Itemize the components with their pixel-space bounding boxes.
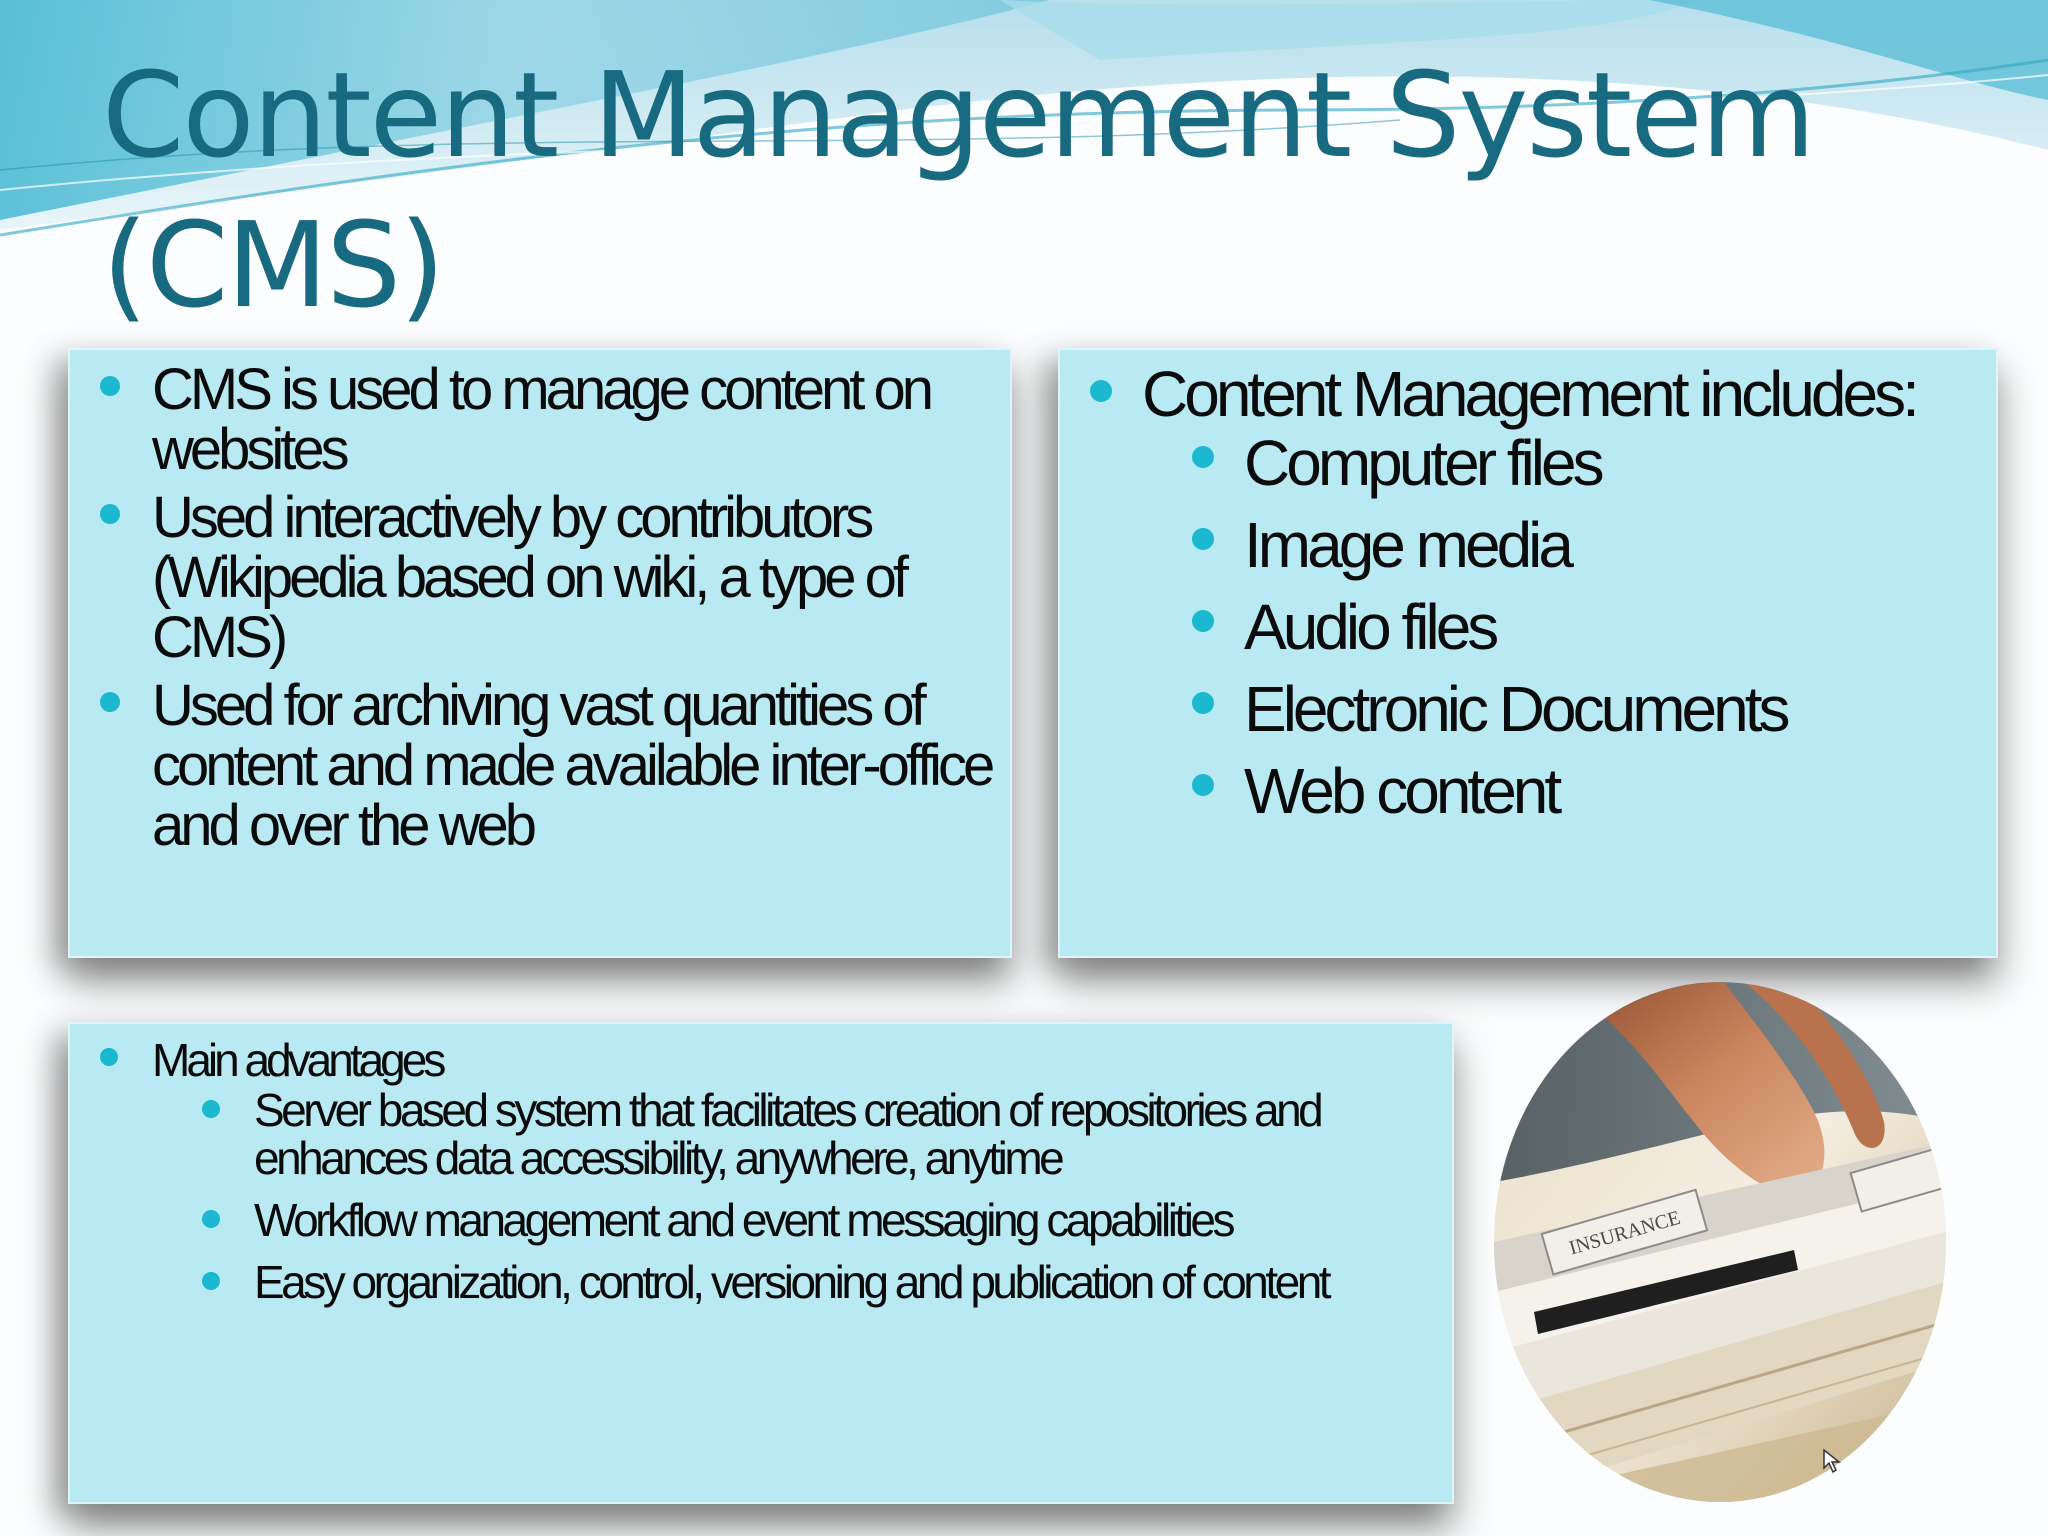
list-item: Main advantages Server based system that…	[100, 1034, 1442, 1308]
advantages-box: Main advantages Server based system that…	[68, 1022, 1454, 1504]
list-item: Web content	[1192, 755, 1982, 827]
list-item-text: Audio files	[1244, 591, 1499, 663]
mouse-pointer-icon	[1823, 1448, 1842, 1474]
list-item-text: Computer files	[1244, 427, 1605, 499]
list-item-text: Used for archiving vast quantities of co…	[152, 673, 995, 858]
content-types-list: Content Management includes: Computer fi…	[1090, 358, 1982, 838]
bullet-icon	[202, 1272, 220, 1290]
list-item: Computer files	[1192, 427, 1982, 499]
bullet-icon	[1192, 774, 1214, 796]
bullet-icon	[100, 504, 120, 524]
advantages-sublist: Server based system that facilitates cre…	[202, 1084, 1442, 1308]
content-types-sublist: Computer files Image media Audio files E…	[1192, 427, 1982, 827]
list-item: Workflow management and event messaging …	[202, 1194, 1442, 1246]
bullet-icon	[202, 1100, 220, 1118]
bullet-icon	[1090, 380, 1112, 402]
list-item-text: Used interactively by contributors (Wiki…	[152, 485, 909, 670]
list-item: Easy organization, control, versioning a…	[202, 1256, 1442, 1308]
list-item-text: Image media	[1244, 509, 1574, 581]
list-item: Used interactively by contributors (Wiki…	[100, 485, 1002, 670]
list-item: Server based system that facilitates cre…	[202, 1084, 1442, 1184]
photo-illustration: INSURANCE	[1494, 982, 1946, 1502]
advantages-heading: Main advantages	[152, 1034, 446, 1086]
title-line-1: Content Management System	[102, 46, 1816, 184]
list-item-text: Electronic Documents	[1244, 673, 1790, 745]
bullet-icon	[100, 376, 120, 396]
list-item: Image media	[1192, 509, 1982, 581]
list-item-text: CMS is used to manage content on website…	[152, 357, 934, 482]
content-types-box: Content Management includes: Computer fi…	[1058, 348, 1998, 958]
cms-uses-list: CMS is used to manage content on website…	[100, 357, 1002, 864]
list-item: Used for archiving vast quantities of co…	[100, 673, 1002, 858]
list-item-text: Easy organization, control, versioning a…	[254, 1256, 1332, 1308]
file-folder-photo: INSURANCE	[1494, 982, 1946, 1502]
title-line-2: (CMS)	[102, 196, 445, 334]
content-types-heading: Content Management includes:	[1142, 358, 1920, 430]
bullet-icon	[1192, 610, 1214, 632]
advantages-list: Main advantages Server based system that…	[100, 1034, 1442, 1320]
slide-title: Content Management System (CMS)	[102, 40, 1902, 340]
list-item-text: Web content	[1244, 755, 1562, 827]
list-item: Audio files	[1192, 591, 1982, 663]
bullet-icon	[202, 1210, 220, 1228]
list-item: Electronic Documents	[1192, 673, 1982, 745]
bullet-icon	[1192, 528, 1214, 550]
bullet-icon	[1192, 446, 1214, 468]
list-item: CMS is used to manage content on website…	[100, 357, 1002, 482]
list-item-text: Server based system that facilitates cre…	[254, 1084, 1324, 1184]
cms-uses-box: CMS is used to manage content on website…	[68, 348, 1012, 958]
list-item-text: Workflow management and event messaging …	[254, 1194, 1236, 1246]
bullet-icon	[100, 1048, 118, 1066]
bullet-icon	[100, 692, 120, 712]
list-item: Content Management includes: Computer fi…	[1090, 358, 1982, 827]
bullet-icon	[1192, 692, 1214, 714]
